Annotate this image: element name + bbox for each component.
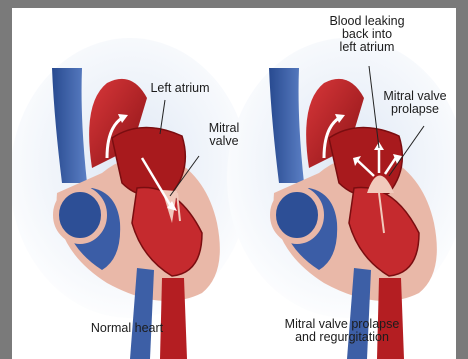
label-mitral-valve: Mitral valve [194, 122, 254, 148]
descending-aorta [160, 278, 187, 359]
label-blood-leaking: Blood leaking back into left atrium [307, 15, 427, 54]
caption-normal-heart: Normal heart [52, 322, 202, 335]
diagram-panel: Left atrium Mitral valve Blood leaking b… [12, 8, 456, 359]
label-mitral-valve-prolapse: Mitral valve prolapse [374, 90, 456, 116]
heart-diagram [12, 8, 456, 359]
right-atrium [273, 189, 321, 241]
label-left-atrium: Left atrium [130, 82, 230, 95]
caption-mitral-prolapse: Mitral valve prolapse and regurgitation [242, 318, 442, 344]
right-atrium [56, 189, 104, 241]
prolapse-heart [227, 38, 456, 359]
